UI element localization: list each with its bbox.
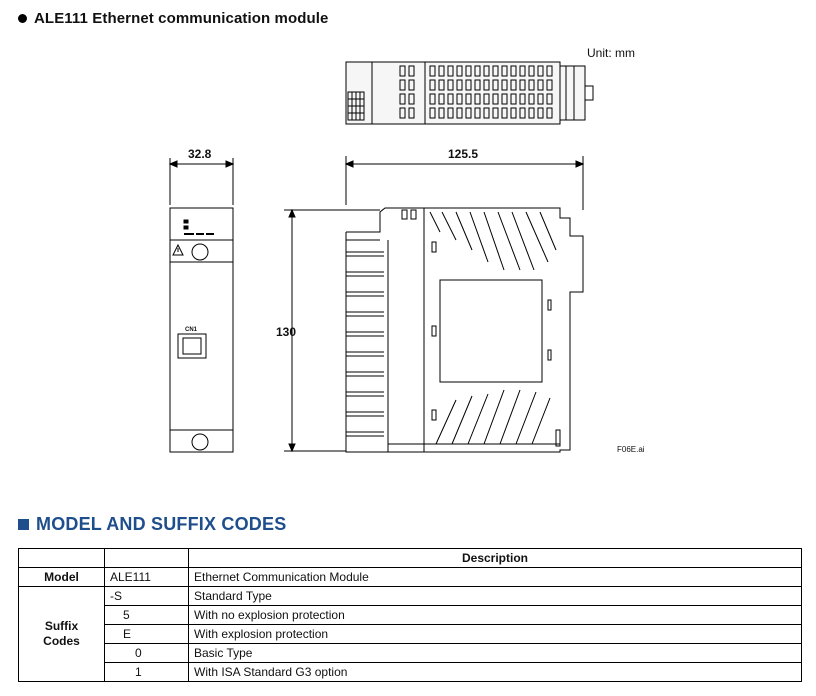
- model-suffix-table: Description Model ALE111 Ethernet Commun…: [18, 548, 802, 682]
- header-description: Description: [188, 548, 802, 568]
- dim-side-width: 125.5: [448, 147, 478, 161]
- suffix-desc: With no explosion protection: [188, 605, 802, 625]
- top-view: [345, 61, 594, 125]
- suffix-desc: With explosion protection: [188, 624, 802, 644]
- table-row: 5 With no explosion protection: [19, 605, 802, 625]
- suffix-desc: Basic Type: [188, 643, 802, 663]
- table-row: Suffix Codes -S Standard Type: [18, 586, 802, 682]
- suffix-code: 0: [104, 643, 189, 663]
- square-bullet-icon: [18, 519, 29, 530]
- suffix-label: Suffix Codes: [18, 586, 105, 682]
- model-code: ALE111: [104, 567, 189, 587]
- section-title-text: MODEL AND SUFFIX CODES: [36, 514, 287, 534]
- file-label: F06E.ai: [617, 445, 645, 454]
- table-row: 0 Basic Type: [19, 643, 802, 663]
- side-view: [284, 156, 585, 453]
- suffix-code: -S: [104, 586, 189, 606]
- module-title-text: ALE111 Ethernet communication module: [34, 10, 329, 27]
- suffix-desc: With ISA Standard G3 option: [188, 662, 802, 682]
- unit-label: Unit: mm: [587, 46, 635, 60]
- module-title: ALE111 Ethernet communication module: [18, 10, 329, 27]
- section-title: MODEL AND SUFFIX CODES: [18, 514, 286, 535]
- connector-label: CN1: [185, 327, 198, 333]
- front-view: [168, 158, 235, 453]
- dimension-drawing: Unit: mm 32.8 125.5 130 CN1 F06E.ai: [168, 46, 645, 454]
- suffix-code: 5: [104, 605, 189, 625]
- model-desc: Ethernet Communication Module: [188, 567, 802, 587]
- suffix-desc: Standard Type: [188, 586, 802, 606]
- suffix-code: E: [104, 624, 189, 644]
- table-row: E With explosion protection: [19, 624, 802, 644]
- dim-height: 130: [276, 325, 296, 339]
- dim-front-width: 32.8: [188, 147, 212, 161]
- suffix-code: 1: [104, 662, 189, 682]
- bullet-icon: [18, 14, 27, 23]
- model-label: Model: [18, 567, 105, 587]
- table-row: 1 With ISA Standard G3 option: [19, 662, 802, 682]
- table-row: Model ALE111 Ethernet Communication Modu…: [18, 567, 802, 587]
- table-header-row: Description: [18, 548, 802, 568]
